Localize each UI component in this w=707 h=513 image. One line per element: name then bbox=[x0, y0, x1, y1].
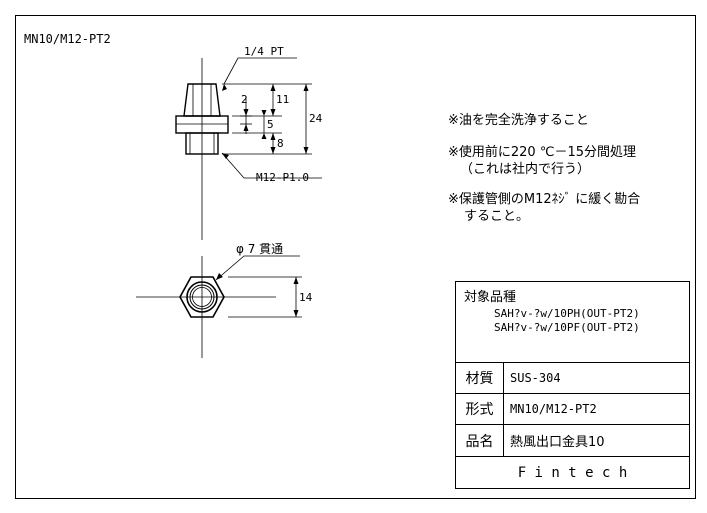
product-name-value: 熱風出口金具10 bbox=[510, 435, 605, 450]
fitting-end-view bbox=[136, 255, 302, 358]
thread-bottom-label: M12-P1.0 bbox=[256, 171, 309, 184]
type-value: MN10/M12-PT2 bbox=[510, 402, 597, 416]
material-label: 材質 bbox=[456, 363, 504, 393]
row-material: 材質 SUS-304 bbox=[456, 362, 689, 393]
target-model-2: SAH?v-?w/10PF(OUT-PT2) bbox=[494, 321, 640, 334]
thread-top-label: 1/4 PT bbox=[244, 45, 284, 58]
dim-2: 2 bbox=[241, 93, 248, 106]
company-name: F i n t e c h bbox=[517, 464, 628, 481]
dim-11: 11 bbox=[276, 93, 290, 106]
note-inhouse: （これは社内で行う） bbox=[460, 162, 591, 177]
type-label: 形式 bbox=[456, 394, 504, 424]
row-company: F i n t e c h bbox=[456, 456, 689, 488]
product-name-label: 品名 bbox=[456, 425, 504, 456]
target-model-1: SAH?v-?w/10PH(OUT-PT2) bbox=[494, 307, 640, 320]
target-label: 対象品種 bbox=[464, 290, 517, 305]
dimension-arrows bbox=[222, 84, 309, 159]
dim-24: 24 bbox=[309, 112, 323, 125]
material-value: SUS-304 bbox=[510, 371, 561, 385]
row-type: 形式 MN10/M12-PT2 bbox=[456, 393, 689, 424]
note-cleaning: ※油を完全洗浄すること bbox=[448, 113, 589, 128]
note-fitting-cont: すること。 bbox=[464, 209, 530, 224]
model-code: MN10/M12-PT2 bbox=[24, 32, 111, 46]
sheet-border bbox=[15, 15, 696, 499]
dim-8: 8 bbox=[277, 137, 284, 150]
dim-5: 5 bbox=[267, 118, 274, 131]
through-hole-label: φ 7 貫通 bbox=[236, 242, 284, 256]
note-heat-treatment: ※使用前に220 ℃－15分間処理 bbox=[448, 145, 636, 160]
title-block: 対象品種 SAH?v-?w/10PH(OUT-PT2) SAH?v-?w/10P… bbox=[455, 281, 690, 489]
dim-14: 14 bbox=[299, 291, 313, 304]
note-fitting: ※保護管側のM12ﾈｼﾞ に緩く勘合 bbox=[448, 192, 641, 207]
row-product-name: 品名 熱風出口金具10 bbox=[456, 424, 689, 456]
fitting-side-view bbox=[175, 58, 229, 240]
